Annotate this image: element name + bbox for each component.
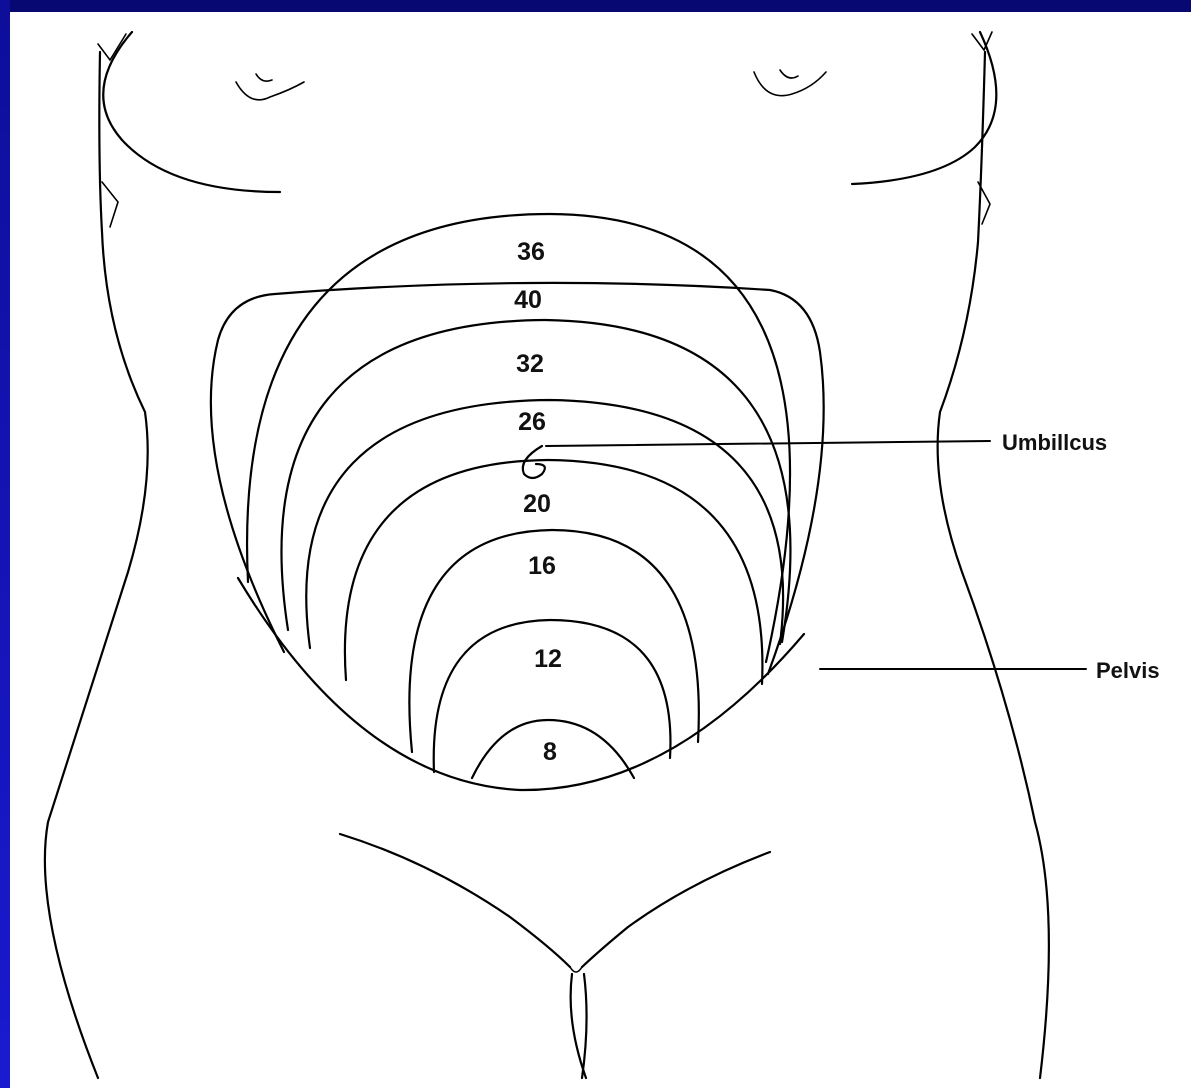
slide-frame-left xyxy=(0,0,10,1088)
left-arm-line xyxy=(45,52,148,1078)
umbilicus-pointer xyxy=(546,441,990,446)
left-groin-line xyxy=(340,834,570,967)
left-breast-curve xyxy=(103,32,280,192)
umbilicus-mark xyxy=(523,446,545,478)
week-label-40: 40 xyxy=(514,286,542,314)
right-nipple-inner xyxy=(780,70,798,78)
slide-frame-top xyxy=(0,0,1191,12)
right-breast-curve xyxy=(852,32,996,184)
nipples xyxy=(236,70,826,100)
week-label-16: 16 xyxy=(528,552,556,580)
left-nipple xyxy=(236,82,304,100)
week-label-12: 12 xyxy=(534,645,562,673)
left-waist-notch xyxy=(102,182,118,227)
contour-week-40 xyxy=(211,283,824,674)
pelvis-label: Pelvis xyxy=(1096,658,1160,683)
right-thigh-inner xyxy=(582,974,587,1078)
week-labels: 36 40 32 26 20 16 12 8 xyxy=(514,238,562,766)
left-shoulder-tick xyxy=(98,34,126,60)
week-label-36: 36 xyxy=(517,238,545,266)
contour-week-26 xyxy=(306,400,783,648)
week-label-26: 26 xyxy=(518,408,546,436)
right-nipple xyxy=(754,72,826,96)
right-arm-line xyxy=(938,52,1049,1078)
pelvic-region xyxy=(340,834,770,1078)
mons-curve xyxy=(570,967,582,972)
pelvic-brim xyxy=(238,578,804,790)
umbilicus-label: Umbillcus xyxy=(1002,430,1107,455)
week-label-32: 32 xyxy=(516,350,544,378)
fundal-height-diagram: 36 40 32 26 20 16 12 8 Umbillcus Pelvis xyxy=(10,12,1191,1088)
left-nipple-inner xyxy=(256,74,272,81)
week-label-8: 8 xyxy=(543,738,557,766)
right-groin-line xyxy=(582,852,770,967)
week-label-20: 20 xyxy=(523,490,551,518)
slide: 36 40 32 26 20 16 12 8 Umbillcus Pelvis xyxy=(10,12,1191,1088)
